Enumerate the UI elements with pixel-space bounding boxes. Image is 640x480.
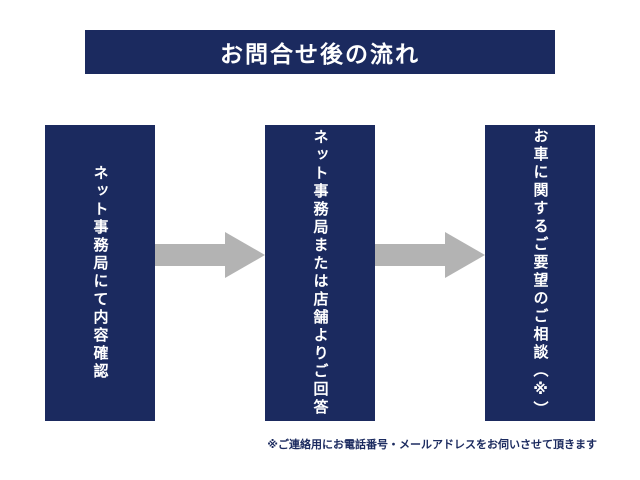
arrow-head	[225, 232, 265, 278]
step-label-2: ネット事務局または店舗よりご回答	[311, 129, 329, 417]
step-box-3: お車に関するご要望のご相談（※）	[485, 125, 595, 421]
title-banner: お問合せ後の流れ	[85, 30, 555, 74]
arrow-body	[155, 244, 225, 266]
arrow-right-icon	[155, 232, 265, 278]
step-label-3: お車に関するご要望のご相談（※）	[531, 127, 549, 419]
page-title: お問合せ後の流れ	[220, 41, 420, 67]
arrow-right-icon	[375, 232, 485, 278]
step-box-1: ネット事務局にて内容確認	[45, 125, 155, 421]
step-label-1: ネット事務局にて内容確認	[91, 165, 109, 381]
arrow-head	[445, 232, 485, 278]
footnote: ※ご連絡用にお電話番号・メールアドレスをお伺いさせて頂きます	[267, 439, 597, 451]
arrow-body	[375, 244, 445, 266]
step-box-2: ネット事務局または店舗よりご回答	[265, 125, 375, 421]
